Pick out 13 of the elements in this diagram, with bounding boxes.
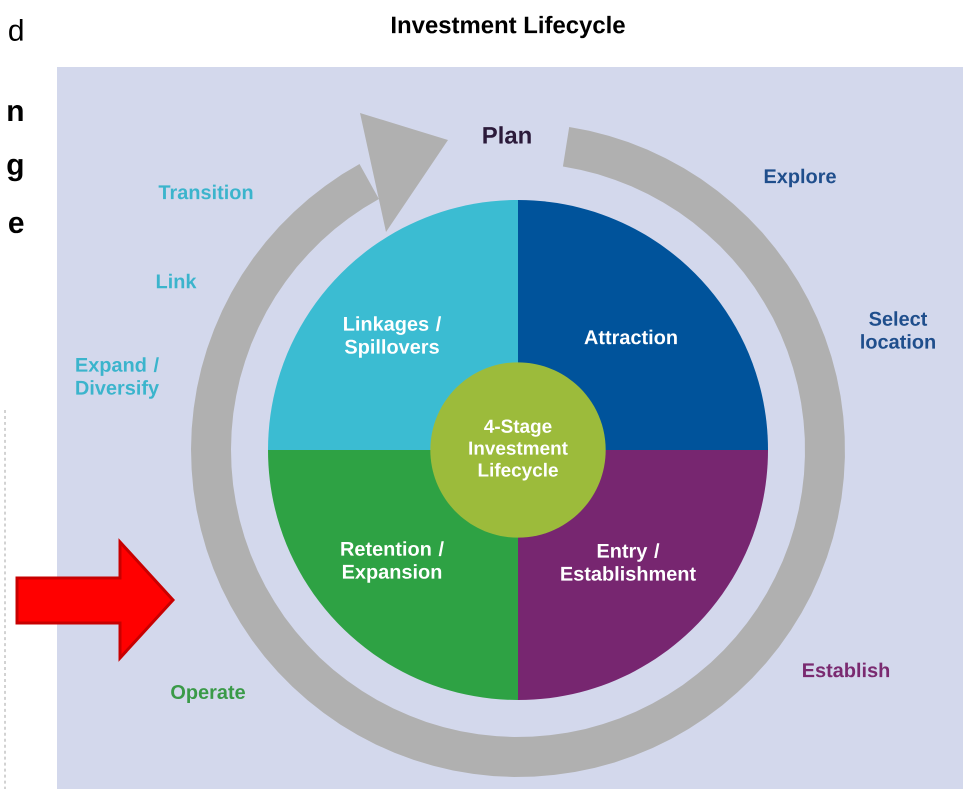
stage-label: Expand / Diversify xyxy=(76,357,159,399)
stage-label: Operate xyxy=(171,684,245,704)
stage-label: Establish xyxy=(803,662,890,678)
stage-label: Select location xyxy=(861,311,935,349)
text-fragment: g xyxy=(7,158,22,182)
stage-label: Transition xyxy=(158,184,252,200)
title: Investment Lifecycle xyxy=(392,16,625,38)
stage-label: Explore xyxy=(764,168,836,188)
text-fragment: d xyxy=(9,19,23,41)
stage-label: Plan xyxy=(483,126,531,144)
stage-label: Link xyxy=(156,274,196,288)
text-fragment: n xyxy=(8,104,23,122)
text-fragment: e xyxy=(9,216,24,234)
